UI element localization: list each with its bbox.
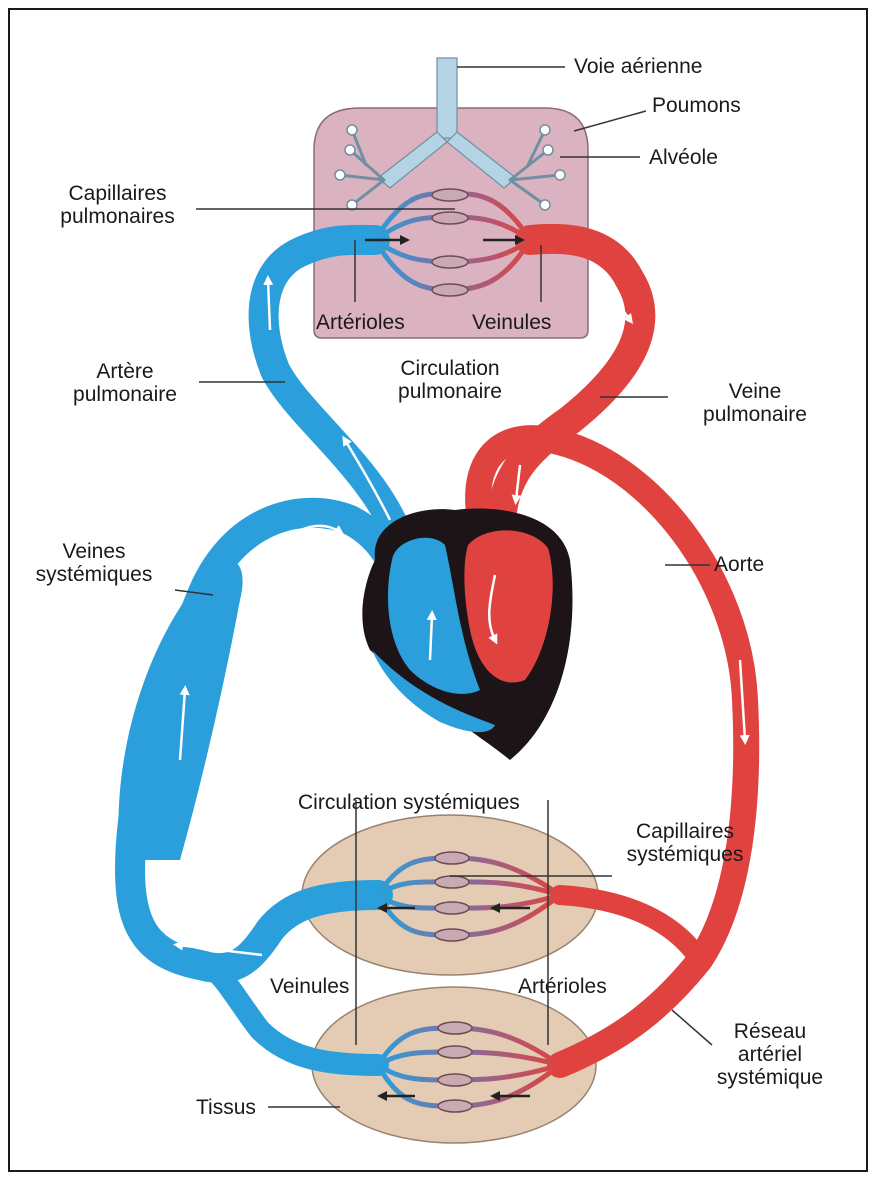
label-reseau-line3: systémique	[690, 1066, 850, 1089]
label-artere-pulmonaire-line2: pulmonaire	[50, 383, 200, 406]
label-artere-pulmonaire: Artère pulmonaire	[50, 360, 200, 406]
label-veinules-systemiques: Veinules	[270, 975, 349, 998]
label-aorte: Aorte	[714, 553, 764, 576]
label-reseau-arteriel-systemique: Réseau artériel systémique	[690, 1020, 850, 1089]
label-reseau-line1: Réseau	[690, 1020, 850, 1043]
label-arterioles-systemiques: Artérioles	[518, 975, 607, 998]
label-capillaires-pulmonaires-line1: Capillaires	[20, 182, 215, 205]
label-tissus: Tissus	[196, 1096, 256, 1119]
label-veines-systemiques: Veines systémiques	[14, 540, 174, 586]
label-veine-pulmonaire-line1: Veine	[670, 380, 840, 403]
label-capillaires-pulmonaires: Capillaires pulmonaires	[20, 182, 215, 228]
label-reseau-line2: artériel	[690, 1043, 850, 1066]
label-veines-systemiques-line1: Veines	[14, 540, 174, 563]
label-veine-pulmonaire: Veine pulmonaire	[670, 380, 840, 426]
label-circulation-pulmonaire: Circulation pulmonaire	[360, 357, 540, 403]
label-capillaires-pulmonaires-line2: pulmonaires	[20, 205, 215, 228]
label-poumons: Poumons	[652, 94, 741, 117]
label-circulation-systemiques: Circulation systémiques	[298, 791, 520, 814]
systemic-veins-bulge	[118, 560, 242, 860]
label-arterioles-pulmonaires: Artérioles	[316, 311, 405, 334]
label-circulation-pulmonaire-line2: pulmonaire	[360, 380, 540, 403]
label-alveole: Alvéole	[649, 146, 718, 169]
label-capillaires-systemiques: Capillaires systémiques	[600, 820, 770, 866]
label-veinules-pulmonaires: Veinules	[472, 311, 551, 334]
label-artere-pulmonaire-line1: Artère	[50, 360, 200, 383]
label-veines-systemiques-line2: systémiques	[14, 563, 174, 586]
label-circulation-pulmonaire-line1: Circulation	[360, 357, 540, 380]
label-capillaires-systemiques-line1: Capillaires	[600, 820, 770, 843]
label-capillaires-systemiques-line2: systémiques	[600, 843, 770, 866]
label-voie-aerienne: Voie aérienne	[574, 55, 702, 78]
label-veine-pulmonaire-line2: pulmonaire	[670, 403, 840, 426]
